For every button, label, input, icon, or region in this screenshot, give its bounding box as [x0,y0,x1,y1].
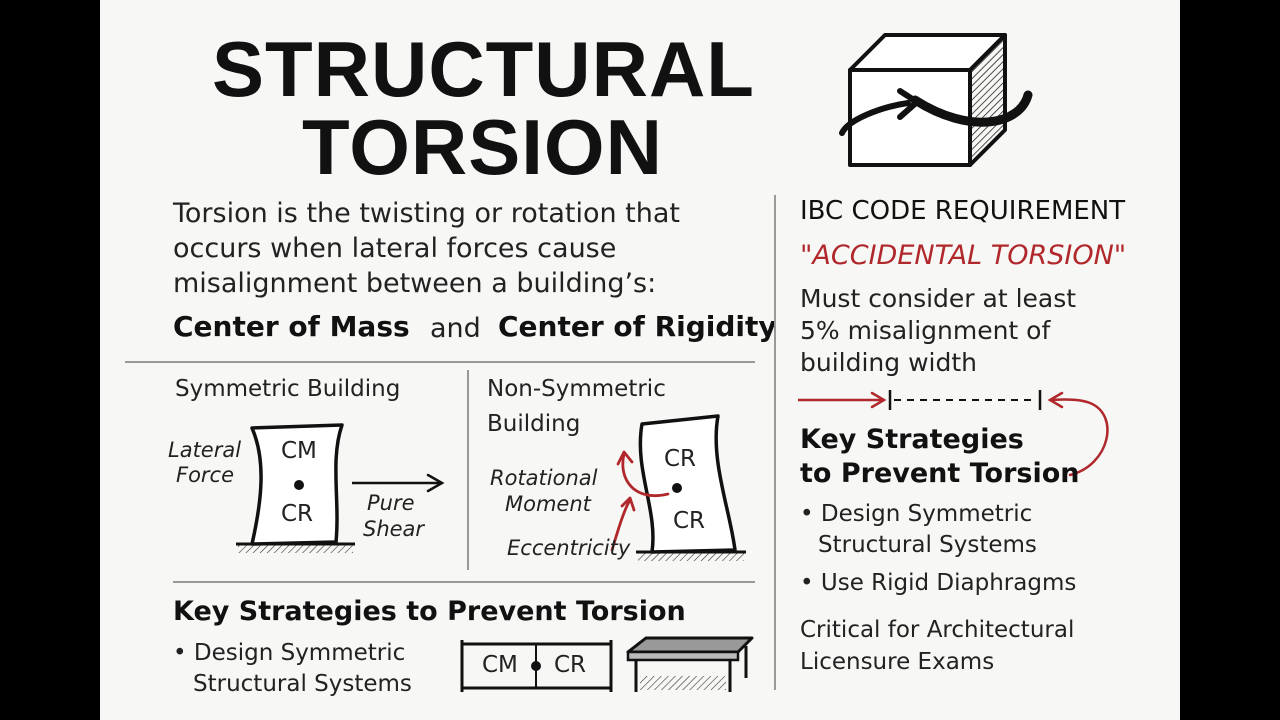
nonsymmetric-heading-2: Building [487,411,581,437]
eccentricity-label: Eccentricity [507,536,631,560]
plan-cr-label: CR [554,652,587,678]
title-line-2: TORSION [302,103,663,191]
nonsymmetric-cr-top-label: CR [664,446,697,472]
nonsymmetric-heading-1: Non-Symmetric [487,376,666,402]
pure-shear-label-1: Pure [367,491,415,515]
ibc-strategies-heading-1: Key Strategies [800,424,1024,455]
misalignment-dimension-arrows [798,390,1109,477]
intro-line-1: Torsion is the twisting or rotation that [173,198,681,229]
rotational-moment-label-1: Rotational [490,466,598,490]
accidental-torsion-label: "ACCIDENTAL TORSION" [800,240,1127,271]
center-of-mass-label: Center of Mass [173,310,410,343]
bottom-bullet-1-line-2: Structural Systems [193,671,412,697]
ibc-bullet-1-line-2: Structural Systems [818,532,1037,558]
ibc-requirement-line-2: 5% misalignment of [800,316,1051,345]
symmetric-cm-label: CM [281,438,317,464]
symmetric-heading: Symmetric Building [175,376,401,402]
ibc-bullet-2: • Use Rigid Diaphragms [800,570,1077,596]
symmetric-building-drawing [236,423,445,553]
lateral-force-label-2: Force [176,463,235,487]
cm-cr-plan-diagram [460,640,613,692]
bottom-bullet-1-line-1: • Design Symmetric [173,640,406,666]
critical-line-1: Critical for Architectural [800,617,1075,643]
critical-line-2: Licensure Exams [800,649,995,675]
intro-line-2: occurs when lateral forces cause [173,233,617,264]
title-line-1: STRUCTURAL [212,25,755,113]
plan-cm-label: CM [482,652,518,678]
center-of-rigidity-label: Center of Rigidity [498,310,777,343]
bottom-strategies-heading: Key Strategies to Prevent Torsion [173,596,686,627]
rotating-cube-icon [839,33,1033,167]
rigid-diaphragm-table-icon [626,636,754,692]
ibc-bullet-1-line-1: • Design Symmetric [800,501,1033,527]
ibc-requirement-line-1: Must consider at least [800,284,1077,313]
ibc-heading: IBC CODE REQUIREMENT [800,196,1126,226]
nonsymmetric-building-drawing [610,414,746,561]
pure-shear-label-2: Shear [363,517,425,541]
intro-line-3: misalignment between a building’s: [173,268,657,299]
nonsymmetric-cr-bottom-label: CR [673,508,706,534]
symmetric-cr-label: CR [281,501,314,527]
ibc-strategies-heading-2: to Prevent Torsion [800,458,1080,489]
lateral-force-label-1: Lateral [168,438,242,462]
ibc-requirement-line-3: building width [800,348,977,377]
rotational-moment-label-2: Moment [505,492,591,516]
and-label: and [430,313,481,344]
